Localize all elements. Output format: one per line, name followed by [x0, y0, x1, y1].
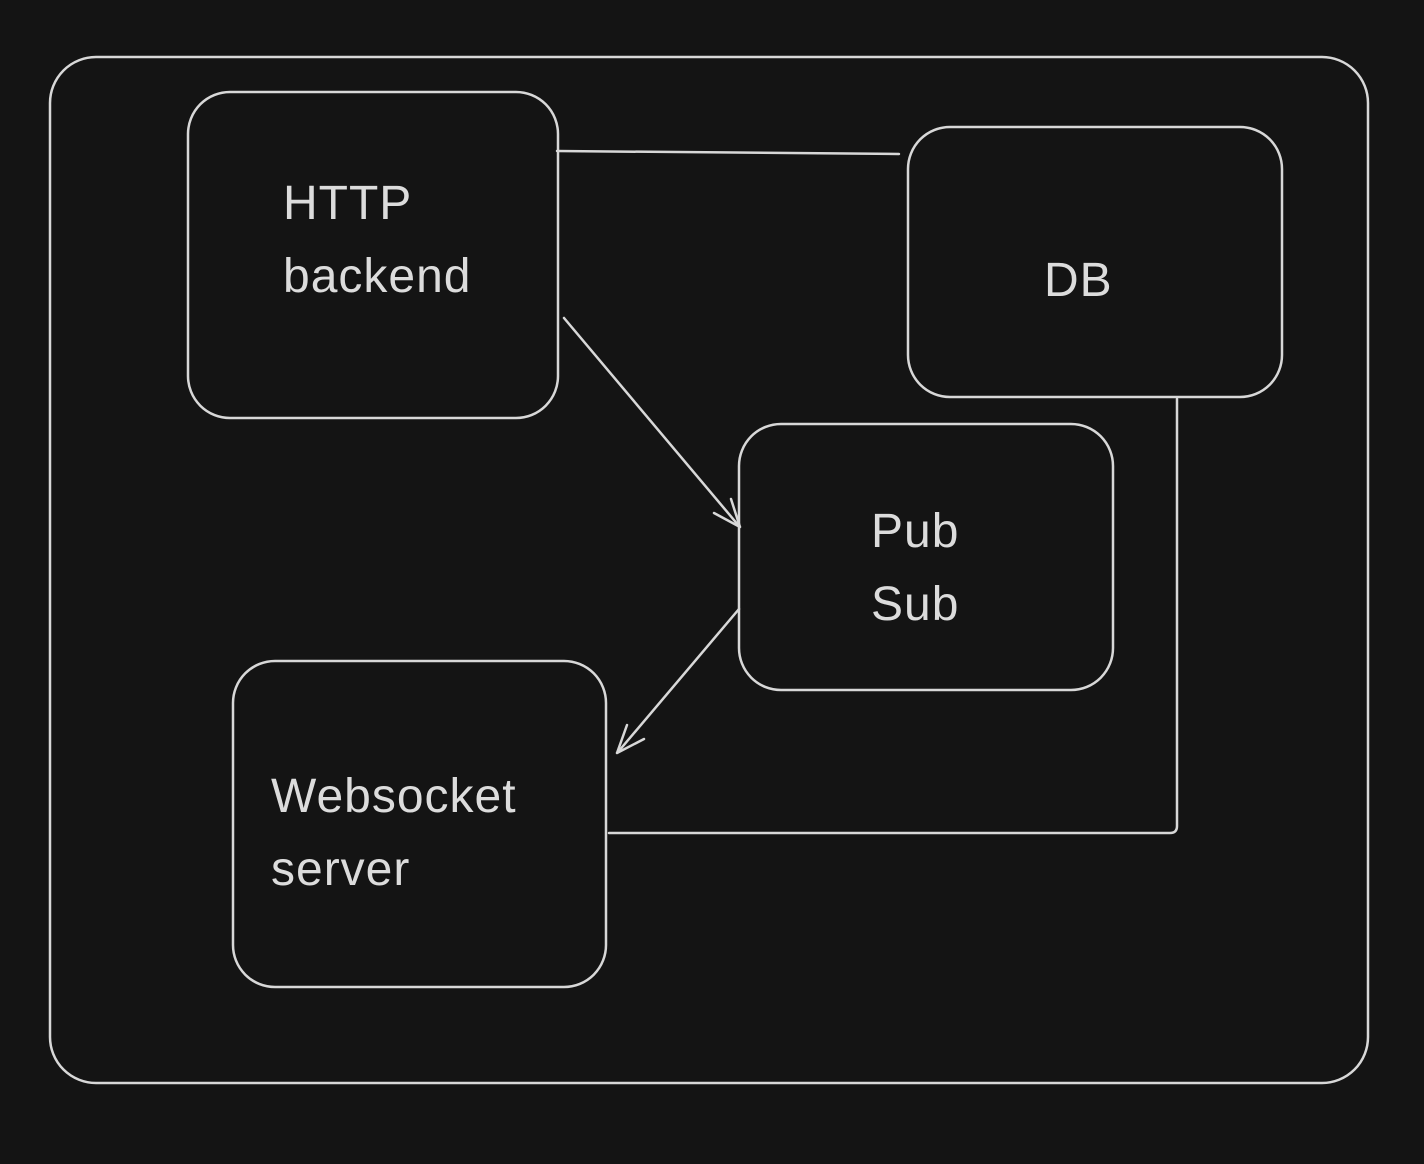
node-pub-sub-label[interactable]: Pub Sub — [871, 505, 960, 631]
arrowhead-into-websocket-server-icon — [615, 723, 646, 755]
arrow-pub-sub-to-websocket-server[interactable] — [615, 607, 741, 755]
edge-db-to-websocket-server[interactable] — [607, 397, 1179, 835]
arrow-http-backend-to-pub-sub[interactable] — [562, 316, 742, 529]
node-db-shape[interactable] — [906, 125, 1284, 399]
arrow-http-backend-to-pub-sub-line[interactable] — [562, 316, 741, 528]
outer-frame-shape[interactable] — [48, 55, 1370, 1085]
node-websocket-server-shape[interactable] — [231, 659, 608, 989]
node-http-backend-shape[interactable] — [186, 90, 560, 420]
node-http-backend-label[interactable]: HTTP backend — [283, 177, 472, 303]
edge-http-backend-to-db[interactable] — [555, 149, 901, 156]
node-db-label[interactable]: DB — [1044, 254, 1113, 307]
diagram-strokes — [48, 55, 1370, 1085]
arrow-pub-sub-to-websocket-server-line[interactable] — [616, 607, 741, 754]
node-pub-sub-shape[interactable] — [737, 422, 1115, 692]
node-websocket-server-label[interactable]: Websocket server — [271, 770, 517, 896]
arrowhead-into-pub-sub-icon — [712, 497, 742, 529]
